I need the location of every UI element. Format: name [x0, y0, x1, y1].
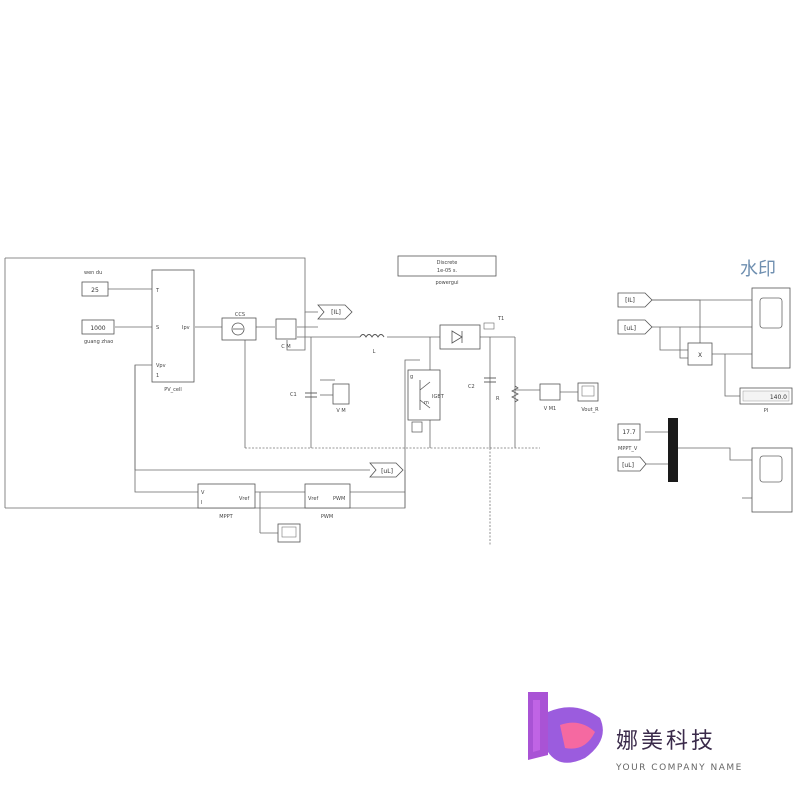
cm-block[interactable] — [275, 318, 297, 340]
from-ul-2-label: [uL] — [622, 462, 634, 469]
goto-ul[interactable] — [369, 462, 404, 478]
power-display-label: PI — [764, 408, 769, 414]
resistor-icon[interactable] — [511, 385, 519, 403]
pv-port-s: S — [156, 325, 159, 331]
company-name-cn: 娜美科技 — [616, 729, 716, 754]
irradiance-value: 1000 — [90, 325, 105, 332]
diode-name: T1 — [497, 316, 504, 322]
company-name-en: YOUR COMPANY NAME — [615, 763, 743, 773]
pv-port-vpv: Vpv — [156, 363, 166, 369]
pv-port-t: T — [155, 288, 160, 294]
powergui-line2: 1e-05 s. — [437, 268, 458, 274]
igbt-block[interactable] — [407, 369, 441, 421]
mppt-v-value: 17.7 — [622, 429, 636, 436]
irradiance-label: guang zhao — [84, 339, 113, 345]
pv-cell-name: PV_cell — [164, 387, 182, 393]
pwm-name: PWM — [321, 514, 333, 520]
from-ul[interactable] — [617, 319, 653, 335]
current-source-icon — [231, 322, 245, 336]
vout-scope-name: Vout_R — [581, 407, 599, 413]
pv-cell-block[interactable] — [151, 269, 195, 383]
irradiance-constant[interactable] — [81, 319, 115, 335]
powergui-name: powergui — [435, 280, 458, 286]
powergui-block[interactable] — [397, 255, 497, 277]
diode-icon — [451, 330, 463, 344]
mppt-port-vref: Vref — [239, 496, 249, 502]
from-il[interactable] — [617, 292, 653, 308]
c1-name: C1 — [290, 392, 297, 398]
mux-block[interactable] — [668, 418, 678, 482]
igbt-port-m: m — [424, 400, 429, 406]
mppt-name: MPPT — [219, 514, 233, 520]
powergui-line1: Discrete — [437, 260, 458, 266]
mppt-port-v: V — [201, 490, 205, 496]
r-name: R — [496, 396, 500, 402]
scope-icon — [759, 455, 783, 483]
pwm-block[interactable] — [304, 483, 351, 509]
pv-port-num: 1 — [156, 373, 159, 379]
scope-icon — [581, 385, 595, 397]
igbt-name: IGBT — [432, 394, 445, 400]
from-il-label: [IL] — [625, 297, 635, 304]
goto-ul-label: [uL] — [381, 468, 393, 475]
mppt-port-i: I — [201, 500, 202, 506]
c2-name: C2 — [468, 384, 475, 390]
power-display-value: 140.0 — [770, 394, 787, 401]
wires — [4, 257, 578, 545]
mppt-scope[interactable] — [277, 523, 301, 543]
scope-icon — [759, 297, 783, 329]
right-panel — [645, 299, 752, 499]
cm-name: C M — [281, 344, 290, 350]
pv-port-ipv: Ipv — [182, 325, 190, 331]
mppt-v-label: MPPT_V — [618, 446, 638, 452]
inductor-icon[interactable] — [359, 334, 385, 338]
vm1-name: V M1 — [544, 406, 557, 412]
igbt-port-g: g — [410, 374, 413, 380]
vm1-block[interactable] — [539, 383, 561, 401]
scope-icon — [281, 526, 297, 538]
from-ul-label: [uL] — [624, 325, 636, 332]
pwm-port-in: Vref — [308, 496, 318, 502]
mppt-scope-right[interactable] — [751, 447, 793, 513]
vout-scope[interactable] — [577, 382, 599, 402]
watermark-text: 水印 — [740, 259, 776, 280]
mppt-block[interactable] — [197, 483, 256, 509]
temperature-constant[interactable] — [81, 281, 109, 297]
company-logo — [528, 692, 603, 763]
goto-il-label: [IL] — [331, 309, 341, 316]
ccs-name: CCS — [235, 312, 245, 318]
heart-icon — [560, 722, 595, 749]
product-block[interactable] — [687, 342, 713, 366]
pwm-port-out: PWM — [333, 496, 345, 502]
vm-name: V M — [336, 408, 345, 414]
vm-block[interactable] — [332, 383, 350, 405]
from-ul-2[interactable] — [617, 456, 647, 472]
temperature-value: 25 — [91, 287, 99, 294]
temperature-label: wen du — [84, 270, 102, 276]
goto-il[interactable] — [317, 304, 353, 320]
product-symbol: X — [698, 352, 702, 359]
inductor-name: L — [373, 349, 376, 355]
mppt-v-from[interactable] — [617, 423, 641, 441]
